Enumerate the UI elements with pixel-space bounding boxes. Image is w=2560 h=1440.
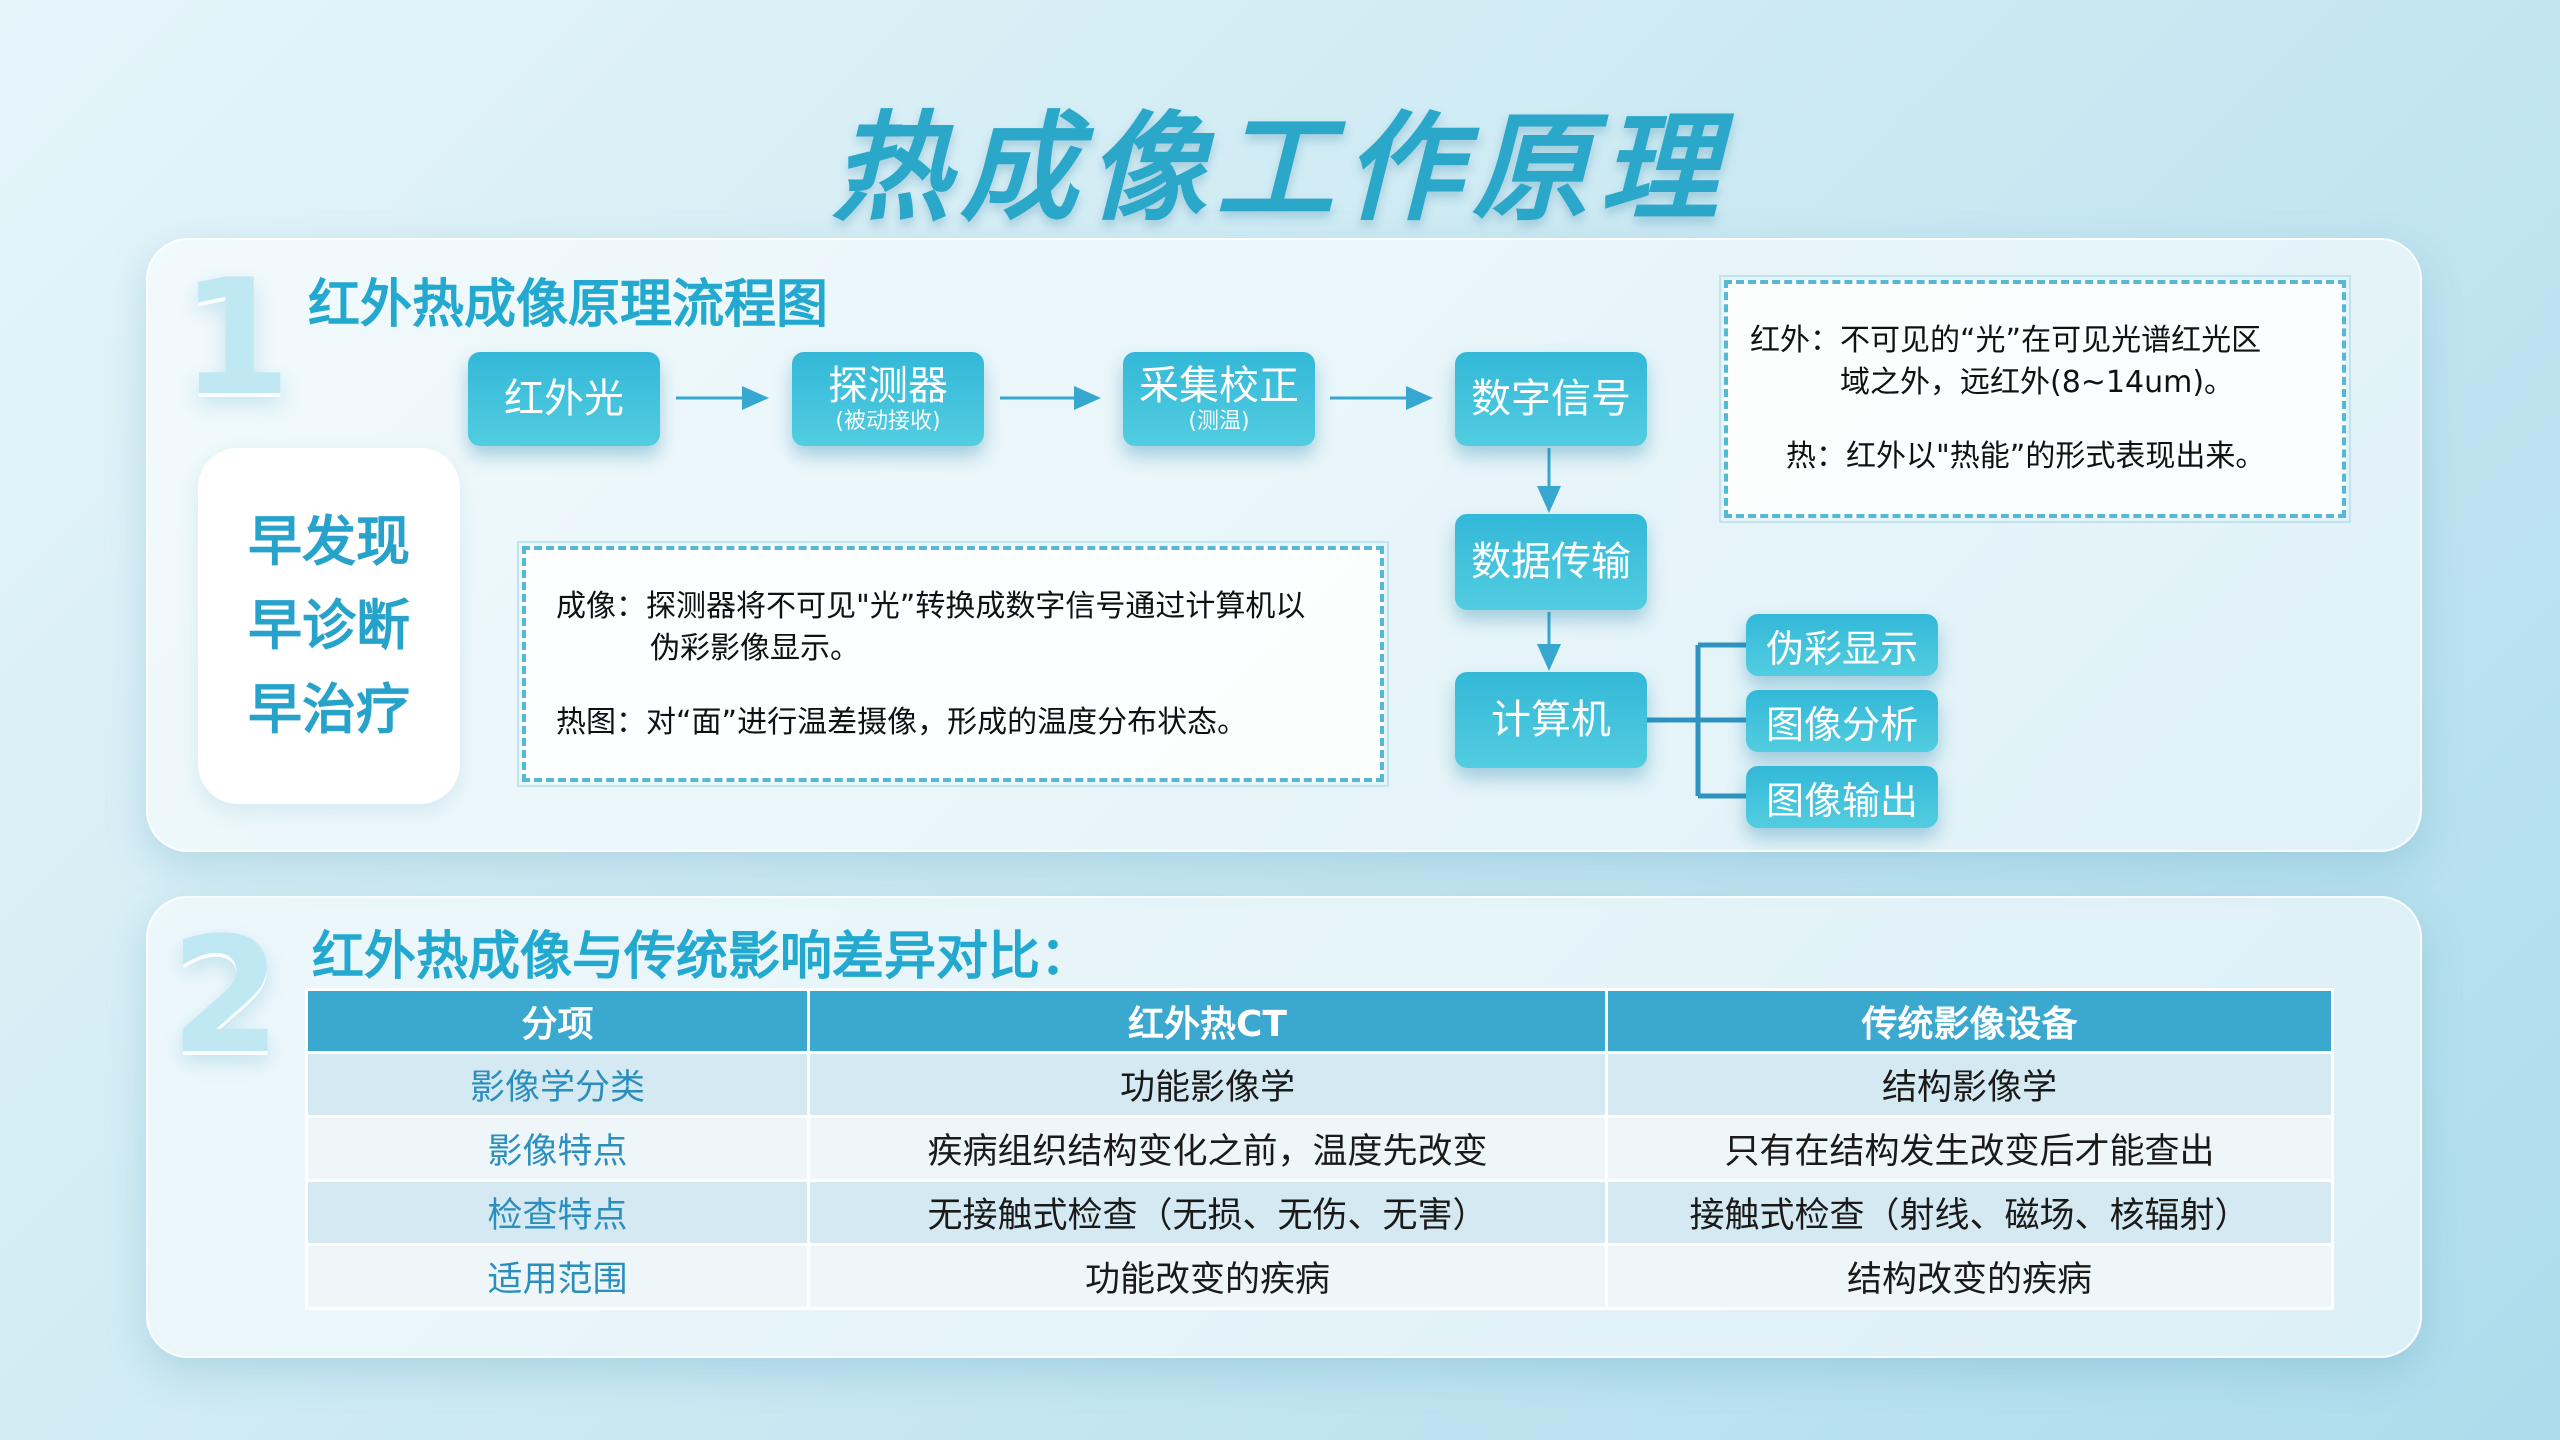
node-digital-signal: 数字信号 [1455, 352, 1647, 446]
output-image-analysis: 图像分析 [1746, 690, 1938, 752]
row-label: 影像学分类 [305, 1051, 810, 1118]
page-title: 热成像工作原理 [831, 99, 1728, 237]
infrared-description-box: 红外：不可见的“光”在可见光谱红光区 域之外，远红外(8~14um)。 热：红外… [1719, 275, 2351, 523]
imaging-line-2: 伪彩影像显示。 [650, 631, 860, 666]
table-row: 影像特点 疾病组织结构变化之前，温度先改变 只有在结构发生改变后才能查出 [305, 1115, 2334, 1182]
early-diagnose: 早诊断 [248, 594, 410, 657]
early-slogans: 早发现 早诊断 早治疗 [198, 448, 460, 804]
early-treat: 早治疗 [248, 678, 410, 741]
cell-traditional: 接触式检查（射线、磁场、核辐射） [1605, 1179, 2334, 1246]
section1-title: 红外热成像原理流程图 [308, 275, 829, 335]
header-infrared-ct: 红外热CT [807, 988, 1608, 1054]
comparison-table: 分项 红外热CT 传统影像设备 影像学分类 功能影像学 结构影像学 影像特点 疾… [305, 988, 2334, 1310]
output-pseudo-color: 伪彩显示 [1746, 614, 1938, 676]
cell-traditional: 结构影像学 [1605, 1051, 2334, 1118]
row-label: 适用范围 [305, 1243, 810, 1310]
table-row: 适用范围 功能改变的疾病 结构改变的疾病 [305, 1243, 2334, 1310]
header-traditional: 传统影像设备 [1605, 988, 2334, 1054]
table-header-row: 分项 红外热CT 传统影像设备 [305, 988, 2334, 1054]
imaging-description-box: 成像：探测器将不可见"光”转换成数字信号通过计算机以 伪彩影像显示。 热图：对“… [517, 541, 1389, 787]
imaging-line-1: 成像：探测器将不可见"光”转换成数字信号通过计算机以 [556, 589, 1306, 624]
header-item: 分项 [305, 988, 810, 1054]
cell-infrared: 功能影像学 [807, 1051, 1608, 1118]
row-label: 检查特点 [305, 1179, 810, 1246]
thermogram-line: 热图：对“面”进行温差摄像，形成的温度分布状态。 [556, 705, 1248, 740]
cell-infrared: 疾病组织结构变化之前，温度先改变 [807, 1115, 1608, 1182]
heat-line: 热：红外以"热能”的形式表现出来。 [1786, 439, 2266, 474]
row-label: 影像特点 [305, 1115, 810, 1182]
cell-traditional: 结构改变的疾病 [1605, 1243, 2334, 1310]
node-acquire-correct: 采集校正 (测温) [1123, 352, 1315, 446]
infrared-line-2: 域之外，远红外(8~14um)。 [1840, 365, 2235, 400]
bracket-outputs [1646, 642, 1746, 799]
output-image-export: 图像输出 [1746, 766, 1938, 828]
section2-title: 红外热成像与传统影响差异对比： [312, 927, 1093, 987]
section-number-1: 1 [180, 244, 292, 431]
node-data-transfer: 数据传输 [1455, 514, 1647, 610]
node-infrared-light: 红外光 [468, 352, 660, 446]
cell-traditional: 只有在结构发生改变后才能查出 [1605, 1115, 2334, 1182]
node-computer: 计算机 [1455, 672, 1647, 768]
cell-infrared: 功能改变的疾病 [807, 1243, 1608, 1310]
infrared-line-1: 红外：不可见的“光”在可见光谱红光区 [1750, 323, 2262, 358]
table-row: 检查特点 无接触式检查（无损、无伤、无害） 接触式检查（射线、磁场、核辐射） [305, 1179, 2334, 1246]
cell-infrared: 无接触式检查（无损、无伤、无害） [807, 1179, 1608, 1246]
early-discover: 早发现 [248, 510, 410, 573]
section-number-2: 2 [170, 902, 282, 1089]
table-row: 影像学分类 功能影像学 结构影像学 [305, 1051, 2334, 1118]
node-detector: 探测器 (被动接收) [792, 352, 984, 446]
